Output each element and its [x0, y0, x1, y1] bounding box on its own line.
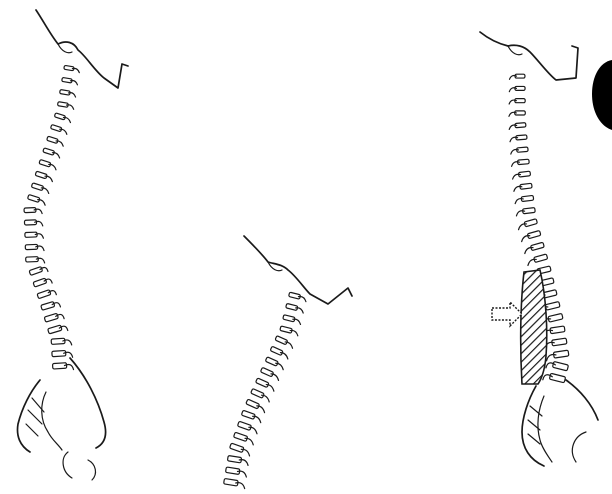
- hip-curve-right: [572, 432, 586, 462]
- vertebra: [549, 373, 565, 383]
- vertebra: [237, 421, 251, 430]
- spinous-process: [48, 291, 56, 295]
- vertebra: [289, 292, 301, 299]
- neck-outline-left: [36, 10, 128, 88]
- coccyx-left: [42, 392, 62, 450]
- lumbar-support-pad: [521, 270, 547, 384]
- spine-left: [18, 10, 129, 480]
- vertebra: [41, 302, 55, 311]
- vertebra: [270, 346, 283, 355]
- pelvis-outline-left: [70, 358, 106, 448]
- pelvis-outline-right: [566, 380, 598, 420]
- spinous-process: [56, 314, 64, 318]
- vertebra: [527, 230, 541, 238]
- vertebra: [280, 326, 293, 333]
- vertebra: [233, 432, 247, 441]
- vertebra: [47, 136, 59, 143]
- vertebra: [31, 183, 43, 191]
- vertebra: [552, 361, 568, 370]
- vertebra: [48, 325, 62, 334]
- arrow-right-icon: [492, 302, 522, 326]
- vertebra: [256, 378, 269, 388]
- spine-middle: [224, 236, 352, 489]
- vertebra: [33, 278, 47, 287]
- vertebra: [44, 313, 58, 322]
- vertebra: [260, 367, 273, 377]
- jaw-outline-right: [508, 46, 522, 55]
- vertebra: [251, 389, 265, 399]
- vertebra: [50, 124, 61, 131]
- spinous-process: [40, 268, 48, 272]
- sacrum-right: [522, 386, 544, 466]
- vertebra: [548, 313, 563, 322]
- coccyx-right: [538, 396, 552, 462]
- vertebra: [29, 267, 43, 276]
- vertebra: [283, 315, 295, 322]
- vertebra: [37, 290, 51, 299]
- neck-outline-right: [480, 32, 578, 80]
- vertebra: [246, 399, 260, 409]
- vertebra: [286, 303, 298, 310]
- spinous-process: [64, 352, 73, 357]
- spinous-process: [44, 279, 52, 283]
- vertebral-column-middle: [224, 292, 306, 488]
- hip-curve-left: [63, 452, 95, 480]
- vertebra: [35, 171, 47, 179]
- vertebra: [226, 467, 240, 474]
- vertebra: [530, 242, 544, 250]
- vertebra: [553, 350, 569, 358]
- vertebra: [54, 113, 65, 120]
- sacrum-left: [18, 380, 41, 452]
- vertebra: [534, 254, 548, 263]
- vertebra: [39, 159, 51, 167]
- vertebra: [550, 326, 565, 334]
- edge-marker: [592, 60, 612, 130]
- vertebra: [275, 336, 288, 345]
- spine-right: [480, 32, 612, 466]
- vertebra: [43, 148, 55, 155]
- vertebra: [224, 478, 239, 486]
- jaw-outline-left: [58, 44, 72, 53]
- vertebra: [552, 338, 567, 346]
- vertebra: [227, 456, 241, 463]
- vertebra: [545, 302, 560, 311]
- vertebra: [27, 194, 39, 202]
- sacral-lines-left: [26, 398, 44, 436]
- vertebra: [524, 219, 537, 227]
- spinous-process: [63, 340, 72, 345]
- vertebra: [230, 443, 244, 452]
- spinous-process: [64, 364, 73, 369]
- vertebra: [265, 357, 278, 366]
- vertebra: [241, 410, 255, 419]
- vertebral-column-left: [24, 65, 79, 369]
- spinous-process: [59, 326, 67, 330]
